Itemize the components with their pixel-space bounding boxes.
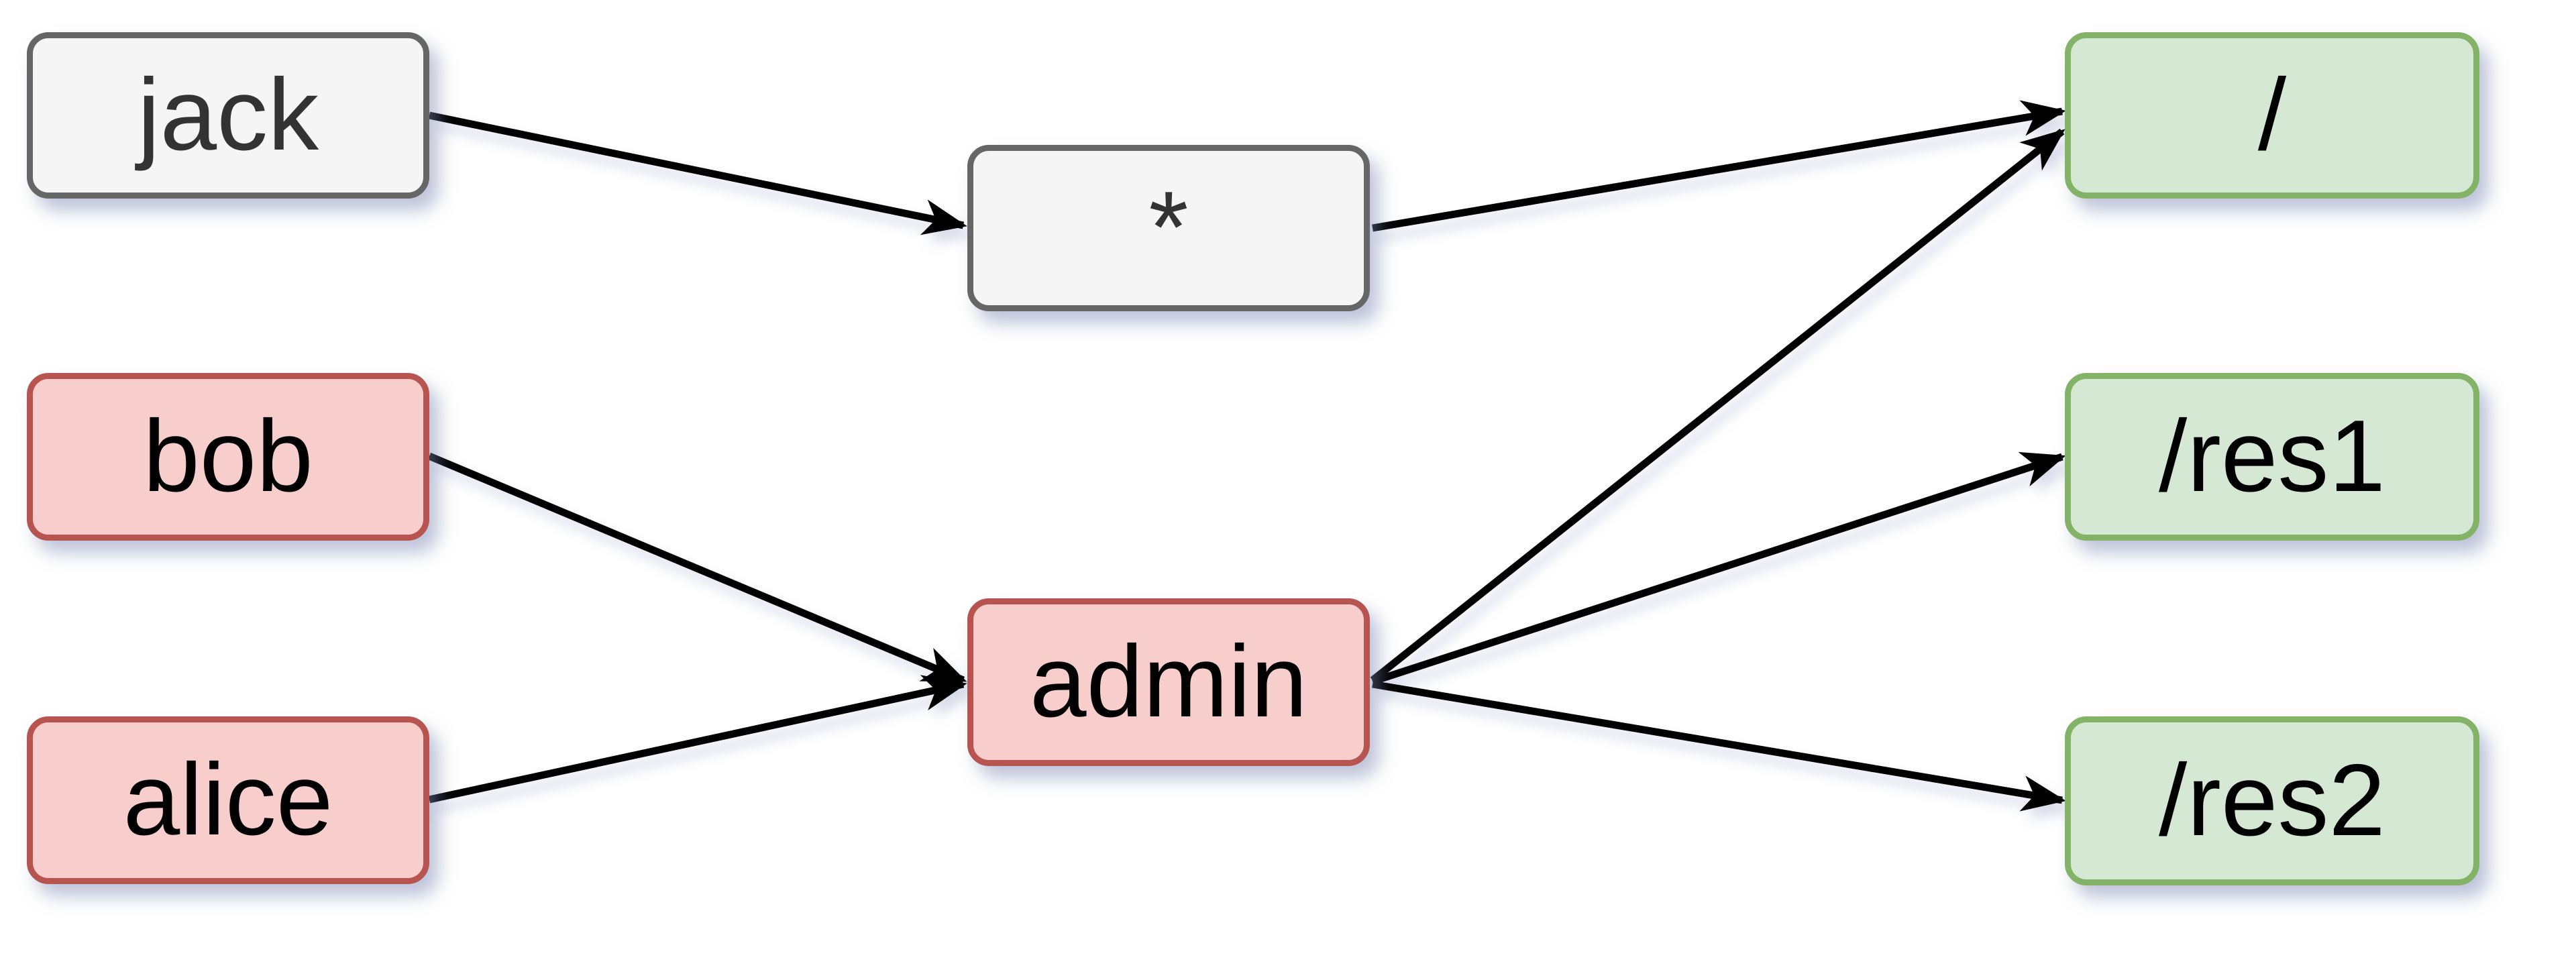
node-res2: /res2 <box>2065 716 2479 885</box>
node-bob-label: bob <box>143 399 313 514</box>
edge-admin-to-res2 <box>1372 680 2066 812</box>
node-jack: jack <box>27 32 429 199</box>
node-admin: admin <box>967 598 1370 766</box>
edge-jack-to-star <box>428 111 967 235</box>
node-bob: bob <box>27 373 429 541</box>
node-star-label: * <box>1148 170 1189 285</box>
node-admin-label: admin <box>1030 624 1307 739</box>
edge-admin-to-res1 <box>1371 451 2066 686</box>
node-alice: alice <box>27 716 429 884</box>
node-root-label: / <box>2257 58 2287 172</box>
node-star: * <box>967 145 1370 311</box>
edge-star-to-root <box>1372 100 2066 232</box>
node-jack-label: jack <box>137 58 319 172</box>
edge-bob-to-admin <box>427 452 967 684</box>
node-res1: /res1 <box>2065 373 2479 541</box>
edge-alice-to-admin <box>428 675 967 804</box>
node-res2-label: /res2 <box>2159 743 2385 858</box>
node-alice-label: alice <box>123 743 333 857</box>
node-res1-label: /res1 <box>2159 399 2385 514</box>
node-root: / <box>2065 32 2479 199</box>
edge-admin-to-root <box>1370 128 2065 684</box>
